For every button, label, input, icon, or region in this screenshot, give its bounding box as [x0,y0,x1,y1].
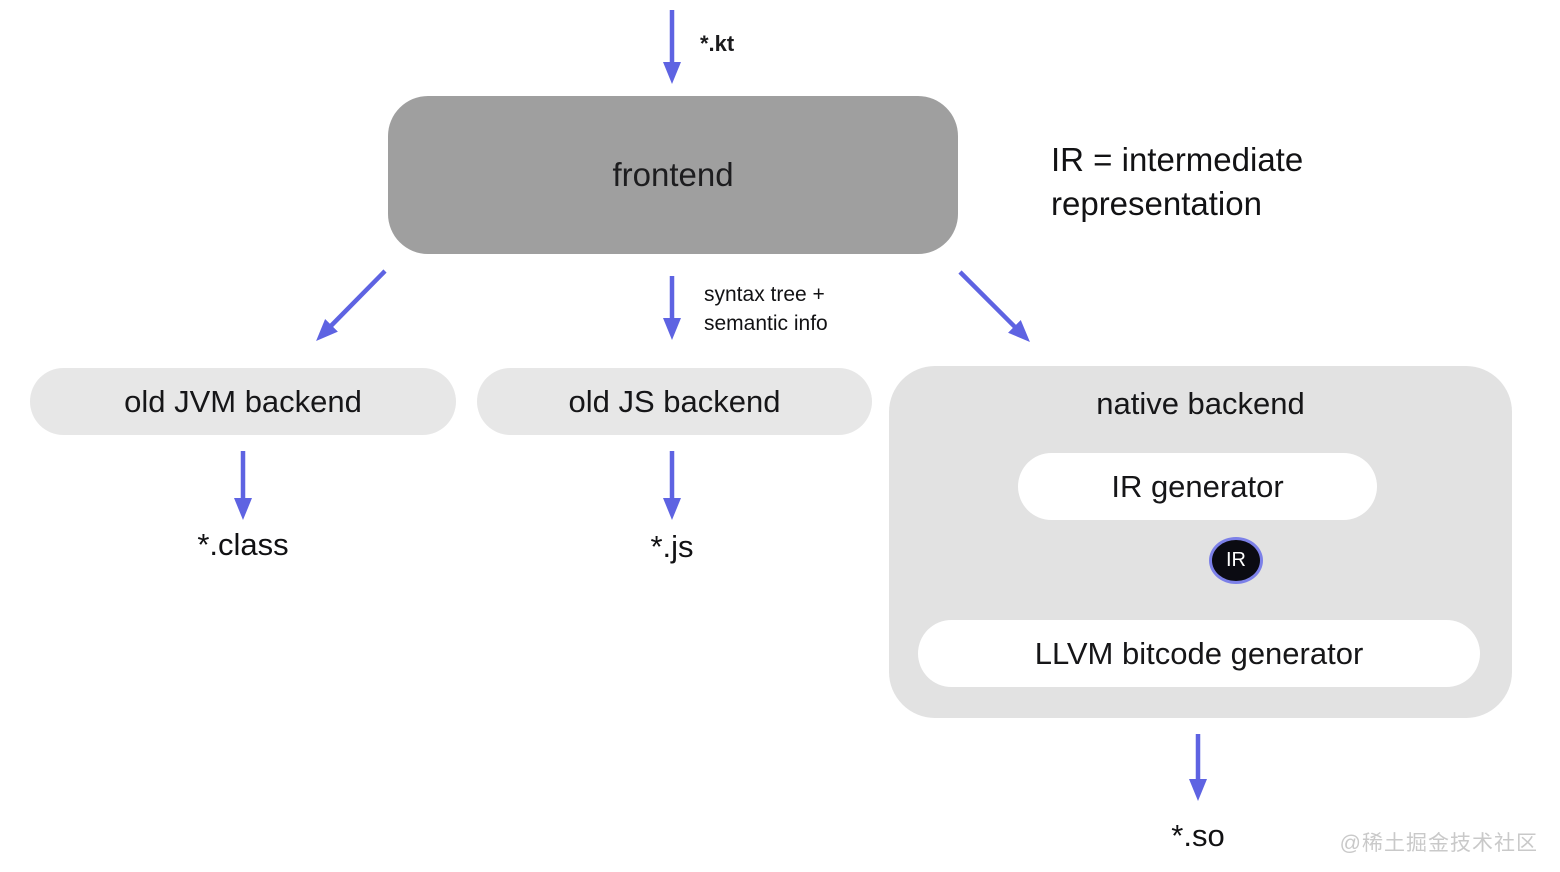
edge-label-line2: semantic info [704,312,828,335]
ir-generator-label: IR generator [1111,468,1284,504]
ir-badge-label: IR [1226,549,1246,571]
llvm-bitcode-generator-label: LLVM bitcode generator [1034,635,1364,671]
output-class-label: *.class [197,527,289,562]
js-backend-label: old JS backend [568,383,781,419]
frontend-label: frontend [612,156,734,193]
syntax-tree-edge-label: syntax tree + semantic info [704,280,828,338]
input-file-label: *.kt [700,31,735,56]
output-js-label: *.js [650,529,694,564]
frontend-box: frontend [388,96,958,254]
arrow-frontend-to-jvm [316,269,387,341]
output-so-label: *.so [1171,818,1225,853]
arrow-frontend-to-native [958,270,1030,342]
ir-note-line1: IR = intermediate [1051,141,1304,178]
ir-definition-note: IR = intermediate representation [1051,138,1303,226]
native-backend-box: native backend IR generator IR LLVM bitc… [889,366,1512,718]
jvm-backend-label: old JVM backend [124,383,362,419]
jvm-backend-box: old JVM backend [30,368,456,435]
ir-generator-box: IR generator [1018,453,1377,520]
llvm-bitcode-generator-box: LLVM bitcode generator [918,620,1480,687]
js-backend-box: old JS backend [477,368,872,435]
ir-note-line2: representation [1051,185,1262,222]
watermark: @稀土掘金技术社区 [1339,832,1538,855]
edge-label-line1: syntax tree + [704,283,825,306]
ir-badge: IR [1209,537,1263,584]
native-backend-label: native backend [1096,386,1305,421]
